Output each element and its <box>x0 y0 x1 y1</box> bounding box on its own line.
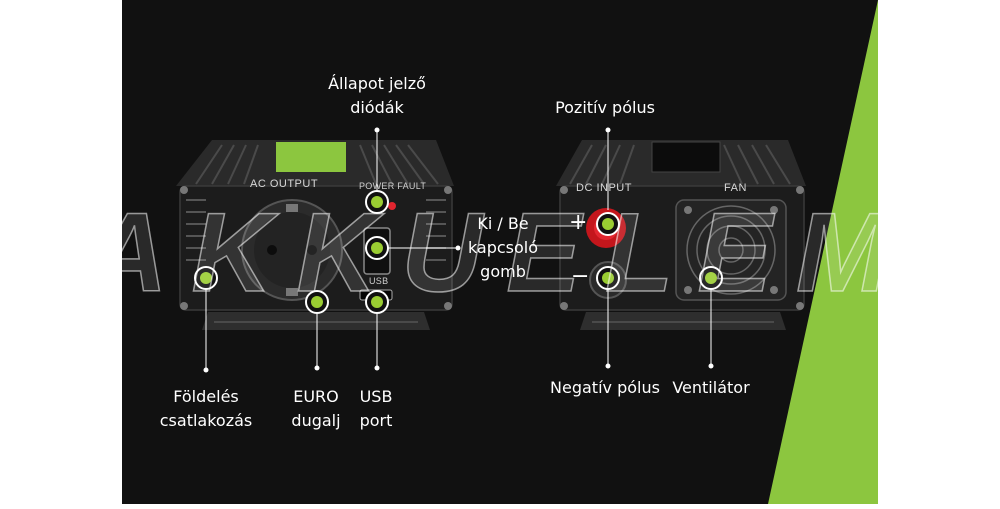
fault-led <box>388 202 396 210</box>
marker-negative <box>596 266 620 290</box>
leader-dot <box>203 367 209 373</box>
plus-sign: + <box>569 210 588 235</box>
label-fan: Ventilátor <box>672 378 750 397</box>
label-usb-port: USB port <box>359 387 393 430</box>
marker-usb <box>365 290 389 314</box>
leader-dot <box>374 365 380 371</box>
label-positive: Pozitív pólus <box>555 98 655 117</box>
green-accent-wedge <box>768 0 878 504</box>
leader-dot <box>605 127 611 133</box>
marker-on-off <box>365 236 389 260</box>
leader-dot <box>708 363 714 369</box>
inverter-ac-face <box>176 140 454 330</box>
ac-output-text: AC OUTPUT <box>250 178 319 190</box>
dc-input-text: DC INPUT <box>576 182 632 194</box>
usb-text: USB <box>369 276 389 286</box>
power-fault-text: POWER FAULT <box>359 181 427 191</box>
fan-text: FAN <box>724 182 747 194</box>
leader-dot <box>455 245 461 251</box>
marker-euro <box>305 290 329 314</box>
marker-ground <box>194 266 218 290</box>
label-on-off: Ki / Be kapcsoló gomb <box>467 214 539 281</box>
label-euro: EURO dugalj <box>291 387 341 430</box>
leader-dot <box>314 365 320 371</box>
label-ground: Földelés csatlakozás <box>159 387 253 430</box>
green-label-strip <box>276 142 346 172</box>
marker-fan <box>699 266 723 290</box>
marker-status-leds <box>365 190 389 214</box>
leader-dot <box>374 127 380 133</box>
label-status-leds: Állapot jelző diódák <box>328 74 426 117</box>
marker-positive <box>596 212 620 236</box>
label-negative: Negatív pólus <box>550 378 660 397</box>
watermark: AKKUELEM <box>86 189 914 316</box>
leader-dot <box>605 363 611 369</box>
minus-sign: − <box>571 264 590 289</box>
